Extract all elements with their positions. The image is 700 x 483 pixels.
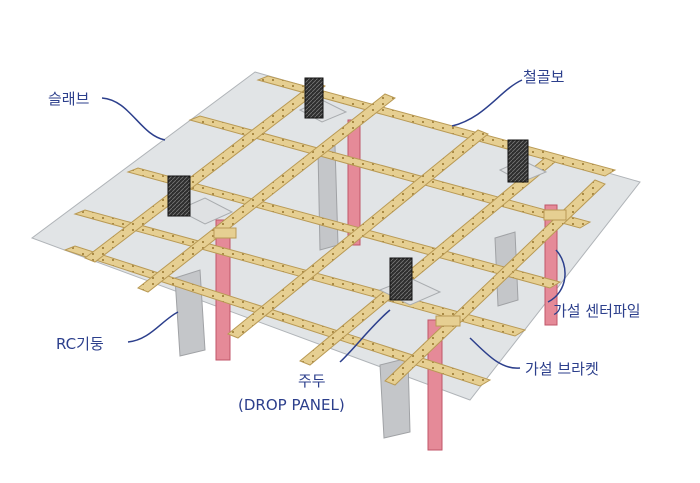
temp-bracket: [435, 315, 461, 327]
leader-temp-center-pile: [547, 249, 566, 303]
temp-bracket: [213, 227, 237, 239]
steel-beam: [73, 209, 527, 337]
drop-panel: [507, 139, 529, 183]
label-rc-column: RC기둥: [56, 335, 104, 353]
drop-panel: [167, 175, 191, 217]
leader-slab: [101, 97, 166, 141]
rc-column: [317, 145, 339, 251]
steel-beam: [299, 157, 556, 366]
steel-beam: [126, 167, 562, 289]
label-drop-panel-kr: 주두: [298, 372, 326, 390]
steel-beam: [137, 93, 396, 293]
temp-center-pile: [427, 319, 443, 451]
temp-bracket-group: [213, 209, 567, 327]
label-drop-panel-en: (DROP PANEL): [238, 396, 345, 414]
drop-panel: [389, 257, 413, 301]
leader-steel-beam: [451, 79, 523, 127]
steel-beam: [227, 129, 489, 339]
steel-beam-group-b: [83, 81, 606, 386]
steel-beam-group-a: [63, 75, 617, 387]
label-temp-bracket: 가설 브라켓: [525, 360, 599, 378]
leader-rc-column: [127, 311, 179, 343]
label-steel-beam: 철골보: [523, 68, 565, 86]
drop-panel: [304, 77, 324, 119]
drop-panel-pad: [176, 197, 234, 225]
drop-panel-group: [167, 77, 529, 301]
temp-bracket: [543, 209, 567, 221]
steel-beam: [188, 115, 592, 229]
steel-beam: [384, 179, 606, 386]
label-slab: 슬래브: [48, 90, 90, 108]
label-temp-center-pile: 가설 센터파일: [553, 302, 641, 320]
leader-temp-bracket: [469, 337, 521, 369]
leader-drop-panel: [339, 309, 391, 363]
steel-beam: [63, 245, 492, 387]
temp-center-pile: [215, 219, 231, 361]
